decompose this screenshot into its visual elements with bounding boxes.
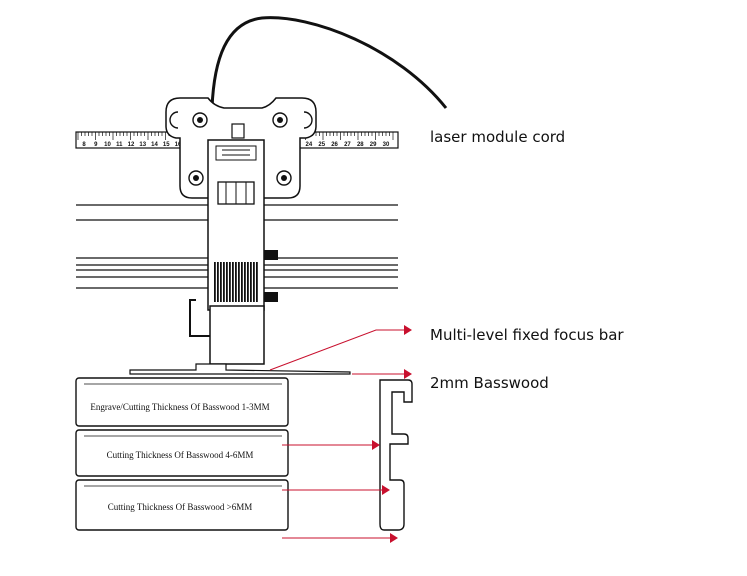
callout-laser-cord: laser module cord [430, 128, 566, 146]
heatsink-fin [256, 262, 258, 302]
arrow-right-icon [372, 440, 380, 450]
heatsink-fin [229, 262, 231, 302]
heatsink-fin [232, 262, 234, 302]
focus-bar-plate [129, 363, 351, 375]
ruler-number: 27 [344, 142, 351, 148]
ruler-number: 12 [128, 142, 135, 148]
callout-basswood: 2mm Basswood [430, 374, 549, 392]
arrow-right-icon [382, 485, 390, 495]
basswood-stack: Engrave/Cutting Thickness Of Basswood 1-… [75, 377, 289, 531]
ruler-number: 15 [163, 142, 170, 148]
heatsink-fin [226, 262, 228, 302]
ruler-number: 29 [370, 142, 377, 148]
heatsink-fin [250, 262, 252, 302]
ruler-number: 25 [318, 142, 325, 148]
arrow-right-icon [390, 533, 398, 543]
arrow-focus-line [269, 329, 404, 371]
heatsink-fin [220, 262, 222, 302]
focus-bar-profile [379, 379, 413, 531]
ruler-number: 28 [357, 142, 364, 148]
ruler-number: 9 [94, 142, 98, 148]
heatsink-fin [244, 262, 246, 302]
heatsink-fin [223, 262, 225, 302]
heatsink-fins [214, 262, 258, 302]
heatsink-fin [214, 262, 216, 302]
ruler-number: 26 [331, 142, 338, 148]
ruler-number: 30 [383, 142, 390, 148]
layer-label-3: Cutting Thickness Of Basswood >6MM [108, 502, 252, 512]
heatsink-fin [241, 262, 243, 302]
ruler-number: 11 [116, 142, 123, 148]
heatsink-fin [238, 262, 240, 302]
callout-focus-bar: Multi-level fixed focus bar [430, 326, 624, 344]
ruler-left-numbers: 8 9 10 11 12 13 14 15 16 [82, 142, 182, 148]
ruler-number: 14 [151, 142, 158, 148]
ruler-number: 13 [139, 142, 146, 148]
laser-cord [210, 16, 448, 109]
ruler-number: 10 [104, 142, 111, 148]
heatsink-fin [235, 262, 237, 302]
laser-module-body [189, 139, 278, 365]
ruler-number: 8 [82, 142, 86, 148]
heatsink-fin [217, 262, 219, 302]
arrow-right-icon [404, 369, 412, 379]
heatsink-fin [253, 262, 255, 302]
ruler-number: 24 [306, 142, 313, 148]
heatsink-fin [247, 262, 249, 302]
layer-label-1: Engrave/Cutting Thickness Of Basswood 1-… [90, 402, 269, 412]
layer-label-2: Cutting Thickness Of Basswood 4-6MM [107, 450, 254, 460]
ruler-number: 16 [175, 142, 182, 148]
callout-arrows [269, 325, 412, 543]
arrow-right-icon [404, 325, 412, 335]
